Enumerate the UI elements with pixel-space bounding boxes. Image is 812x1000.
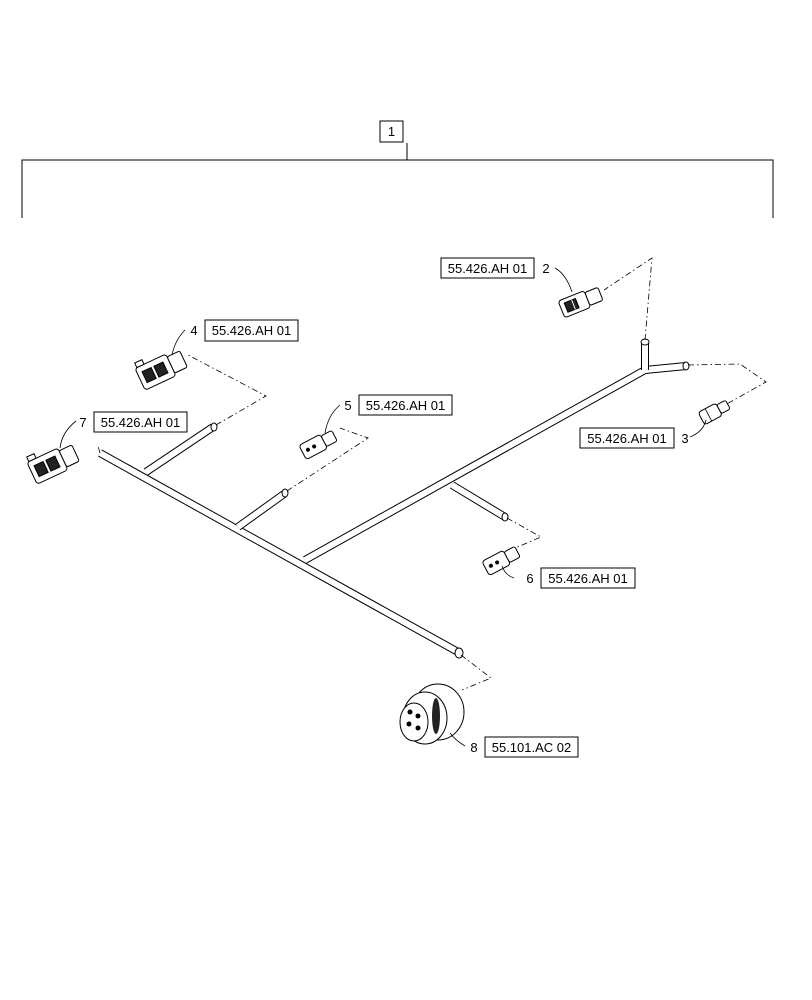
- svg-text:8: 8: [470, 740, 477, 755]
- connector-6[interactable]: [482, 545, 521, 576]
- svg-text:6: 6: [526, 571, 533, 586]
- callout-6[interactable]: 55.426.AH 01 6: [526, 567, 636, 589]
- callout-8[interactable]: 55.101.AC 02 8: [470, 736, 579, 758]
- connector-5[interactable]: [299, 429, 338, 460]
- assembly-bracket: [21, 143, 774, 218]
- wire-harness: [98, 338, 690, 659]
- assembly-item-label[interactable]: 1: [379, 120, 404, 143]
- callout-leaders: [59, 267, 707, 747]
- assembly-leader-lines: [97, 257, 767, 691]
- svg-text:3: 3: [681, 431, 688, 446]
- svg-text:2: 2: [542, 261, 549, 276]
- svg-text:4: 4: [190, 323, 197, 338]
- connector-8[interactable]: [399, 683, 465, 745]
- svg-text:55.426.AH 01: 55.426.AH 01: [448, 261, 528, 276]
- svg-text:7: 7: [79, 415, 86, 430]
- callout-4[interactable]: 55.426.AH 01 4: [190, 319, 299, 342]
- connector-3[interactable]: [698, 398, 731, 425]
- svg-text:55.426.AH 01: 55.426.AH 01: [587, 431, 667, 446]
- connector-4[interactable]: [133, 344, 189, 391]
- svg-text:55.426.AH 01: 55.426.AH 01: [548, 571, 628, 586]
- svg-text:5: 5: [344, 398, 351, 413]
- callout-3[interactable]: 55.426.AH 01 3: [579, 427, 689, 449]
- svg-text:55.426.AH 01: 55.426.AH 01: [101, 415, 181, 430]
- svg-text:55.426.AH 01: 55.426.AH 01: [366, 398, 446, 413]
- svg-text:55.101.AC 02: 55.101.AC 02: [492, 740, 572, 755]
- connector-7[interactable]: [25, 438, 81, 485]
- callout-2[interactable]: 55.426.AH 01 2: [440, 257, 550, 279]
- connector-2[interactable]: [558, 285, 604, 318]
- svg-text:1: 1: [388, 124, 395, 139]
- callout-7[interactable]: 55.426.AH 01 7: [79, 411, 188, 433]
- svg-text:55.426.AH 01: 55.426.AH 01: [212, 323, 292, 338]
- callout-5[interactable]: 55.426.AH 01 5: [344, 394, 453, 416]
